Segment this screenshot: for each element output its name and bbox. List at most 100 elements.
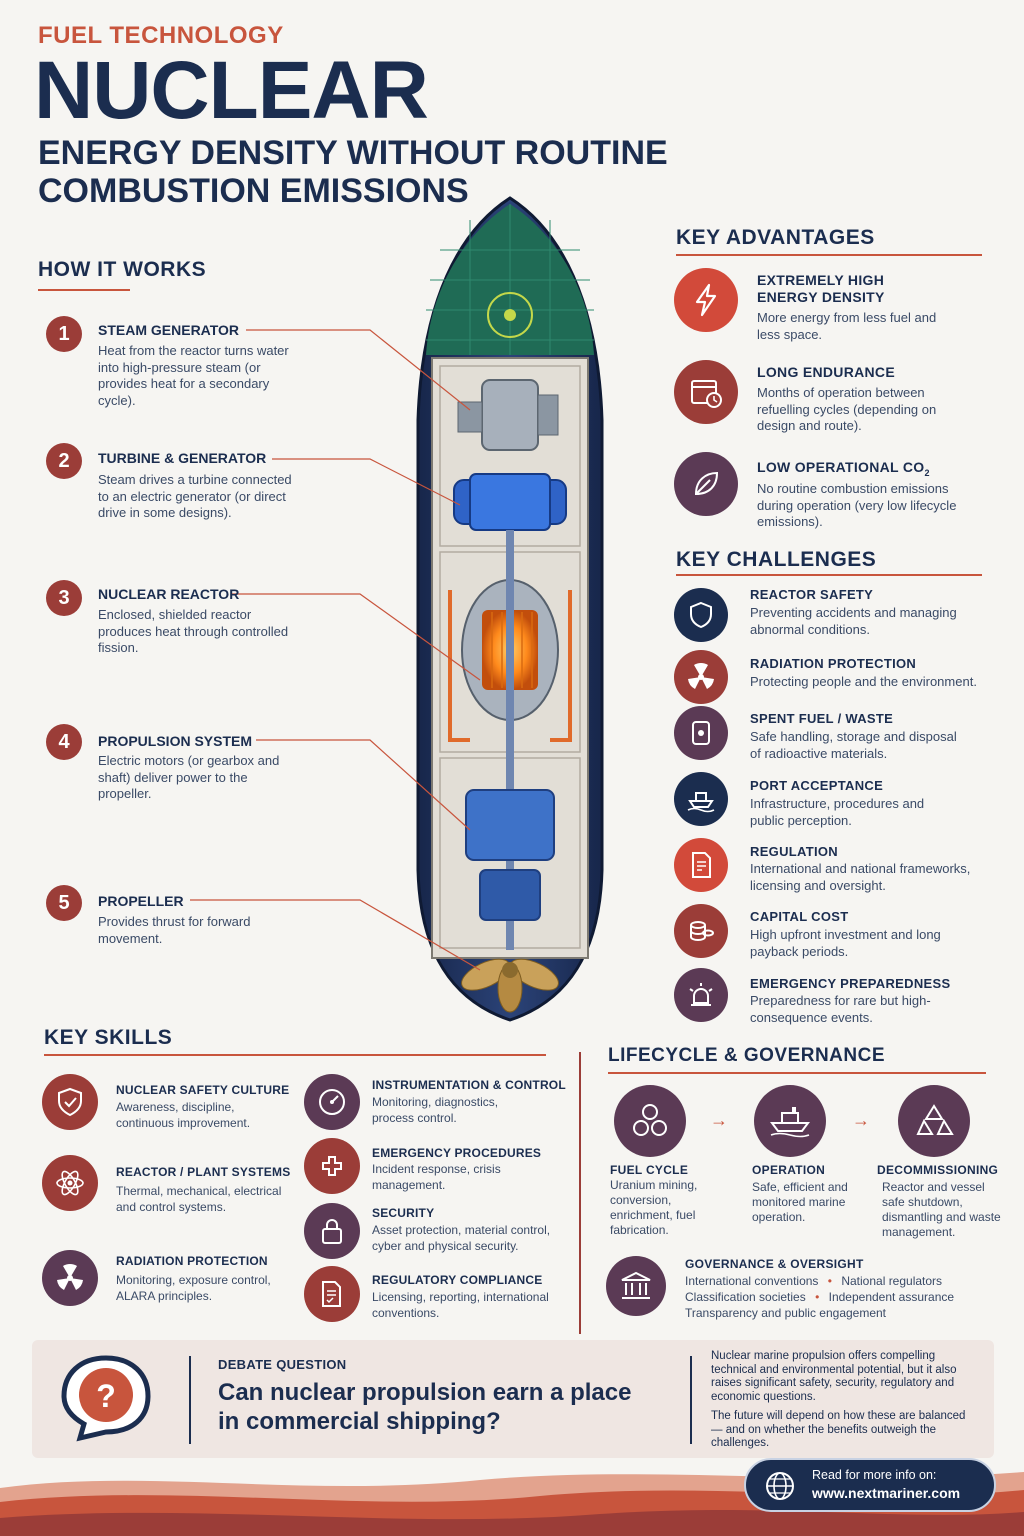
challenge-6-title: CAPITAL COST [750, 909, 849, 924]
skill-6-desc: Asset protection, material control, cybe… [372, 1223, 551, 1253]
challenge-7-desc: Preparedness for rare but high-consequen… [750, 993, 931, 1025]
step-2-title: TURBINE & GENERATOR [98, 450, 267, 466]
advantage-1-title-line1: EXTREMELY HIGH [757, 272, 885, 288]
lifecycle-stage-2-title: OPERATION [752, 1163, 826, 1177]
governance-line-1: International conventions • National reg… [685, 1274, 985, 1289]
step-1-title: STEAM GENERATOR [98, 322, 240, 338]
step-3: 3 [46, 580, 82, 616]
challenge-4-desc: Infrastructure, procedures and public pe… [750, 796, 925, 828]
bullet: • [815, 1290, 820, 1304]
how-it-works-title: HOW IT WORKS [38, 258, 207, 281]
skill-7-title: REGULATORY COMPLIANCE [372, 1273, 543, 1287]
advantage-1-title: EXTREMELY HIGH ENERGY DENSITY [757, 272, 885, 306]
advantage-1-title-line2: ENERGY DENSITY [757, 289, 885, 305]
globe-icon [764, 1470, 796, 1507]
document-regulation-icon [674, 838, 728, 892]
lifecycle-stage-1-desc: Uranium mining, conversion, enrichment, … [610, 1178, 698, 1237]
governance-title: GOVERNANCE & OVERSIGHT [685, 1257, 864, 1271]
challenge-5-desc: International and national frameworks, l… [750, 861, 971, 893]
skill-6-title: SECURITY [372, 1206, 435, 1220]
advantage-3-title-text: LOW OPERATIONAL CO [757, 459, 925, 475]
step-number-badge: 1 [46, 316, 82, 352]
step-number-badge: 3 [46, 580, 82, 616]
step-5: 5 [46, 885, 82, 921]
step-3-desc: Enclosed, shielded reactor produces heat… [98, 607, 289, 655]
ship-cutaway-illustration [416, 196, 604, 1022]
step-1-desc: Heat from the reactor turns water into h… [98, 343, 289, 408]
shield-icon [674, 588, 728, 642]
debate-question: Can nuclear propulsion earn a place in c… [218, 1378, 678, 1436]
gov-item-assurance: Independent assurance [828, 1290, 955, 1304]
header-kicker: FUEL TECHNOLOGY [38, 22, 284, 49]
page-title: NUCLEAR [34, 45, 429, 136]
emergency-cross-icon [304, 1138, 360, 1194]
step-1: 1 [46, 316, 82, 352]
gov-item-conventions: International conventions [685, 1274, 819, 1288]
debate-question-line-1: Can nuclear propulsion earn a place [218, 1379, 632, 1406]
debate-divider-left [189, 1356, 191, 1444]
step-4: 4 [46, 724, 82, 760]
calendar-clock-icon [674, 360, 738, 424]
website-link[interactable]: Read for more info on: www.nextmariner.c… [744, 1458, 996, 1512]
website-url[interactable]: www.nextmariner.com [812, 1485, 961, 1501]
skills-title: KEY SKILLS [44, 1026, 173, 1049]
lifecycle-arrow-2: → [852, 1110, 870, 1130]
governance-building-icon [606, 1256, 666, 1316]
speech-question-icon: ? [58, 1352, 154, 1449]
debate-summary-1: Nuclear marine propulsion offers compell… [711, 1350, 957, 1403]
padlock-icon [304, 1203, 360, 1259]
gov-item-class-societies: Classification societies [685, 1290, 806, 1304]
section-divider [579, 1052, 581, 1334]
skill-3-title: RADIATION PROTECTION [116, 1254, 268, 1268]
step-5-desc: Provides thrust for forward movement. [98, 914, 251, 946]
lifecycle-stage-3-desc: Reactor and vessel safe shutdown, disman… [882, 1180, 1001, 1239]
step-2-desc: Steam drives a turbine connected to an e… [98, 472, 292, 520]
skill-4-title: INSTRUMENTATION & CONTROL [372, 1078, 566, 1092]
debate-question-line-2: in commercial shipping? [218, 1408, 501, 1435]
coins-icon [674, 904, 728, 958]
challenge-7-title: EMERGENCY PREPAREDNESS [750, 976, 951, 991]
leaf-icon [674, 452, 738, 516]
step-number-badge: 5 [46, 885, 82, 921]
skills-rule [44, 1054, 546, 1056]
challenge-1-title: REACTOR SAFETY [750, 587, 874, 602]
alarm-beacon-icon [674, 968, 728, 1022]
lifecycle-stage-2-desc: Safe, efficient and monitored marine ope… [752, 1180, 848, 1224]
recycle-icon [898, 1085, 970, 1157]
step-4-desc: Electric motors (or gearbox and shaft) d… [98, 753, 280, 801]
skill-5-title: EMERGENCY PROCEDURES [372, 1146, 542, 1160]
challenges-rule [676, 574, 982, 576]
lifecycle-stage-3-title: DECOMMISSIONING [877, 1163, 999, 1177]
skill-5-desc: Incident response, crisis management. [372, 1162, 501, 1192]
ship-port-icon [674, 772, 728, 826]
advantage-1-desc: More energy from less fuel and less spac… [757, 310, 937, 342]
skill-3-desc: Monitoring, exposure control, ALARA prin… [116, 1273, 271, 1303]
advantage-2-desc: Months of operation between refuelling c… [757, 385, 937, 433]
step-number-badge: 2 [46, 443, 82, 479]
challenge-5-title: REGULATION [750, 844, 838, 859]
challenge-6-desc: High upfront investment and long payback… [750, 927, 941, 959]
challenge-4-title: PORT ACCEPTANCE [750, 778, 884, 793]
step-4-title: PROPULSION SYSTEM [98, 733, 253, 749]
lifecycle-arrow-1: → [710, 1110, 728, 1130]
governance-line-2: Classification societies • Independent a… [685, 1290, 985, 1305]
skill-1-title: NUCLEAR SAFETY CULTURE [116, 1083, 290, 1097]
skill-1-desc: Awareness, discipline, continuous improv… [116, 1100, 251, 1130]
lifecycle-title: LIFECYCLE & GOVERNANCE [608, 1045, 886, 1066]
lifecycle-rule [608, 1072, 986, 1074]
bullet: • [827, 1274, 832, 1288]
challenges-title: KEY CHALLENGES [676, 548, 877, 571]
debate-label: DEBATE QUESTION [218, 1357, 347, 1372]
debate-divider-right [690, 1356, 692, 1444]
co2-subscript: 2 [924, 467, 930, 478]
operation-ship-icon [754, 1085, 826, 1157]
step-number-badge: 4 [46, 724, 82, 760]
radiation-skill-icon [42, 1250, 98, 1306]
skill-2-desc: Thermal, mechanical, electrical and cont… [116, 1184, 282, 1214]
checklist-document-icon [304, 1266, 360, 1322]
challenge-2-title: RADIATION PROTECTION [750, 656, 917, 671]
advantages-title: KEY ADVANTAGES [676, 226, 875, 249]
how-it-works-rule [38, 289, 130, 291]
step-5-title: PROPELLER [98, 893, 184, 909]
